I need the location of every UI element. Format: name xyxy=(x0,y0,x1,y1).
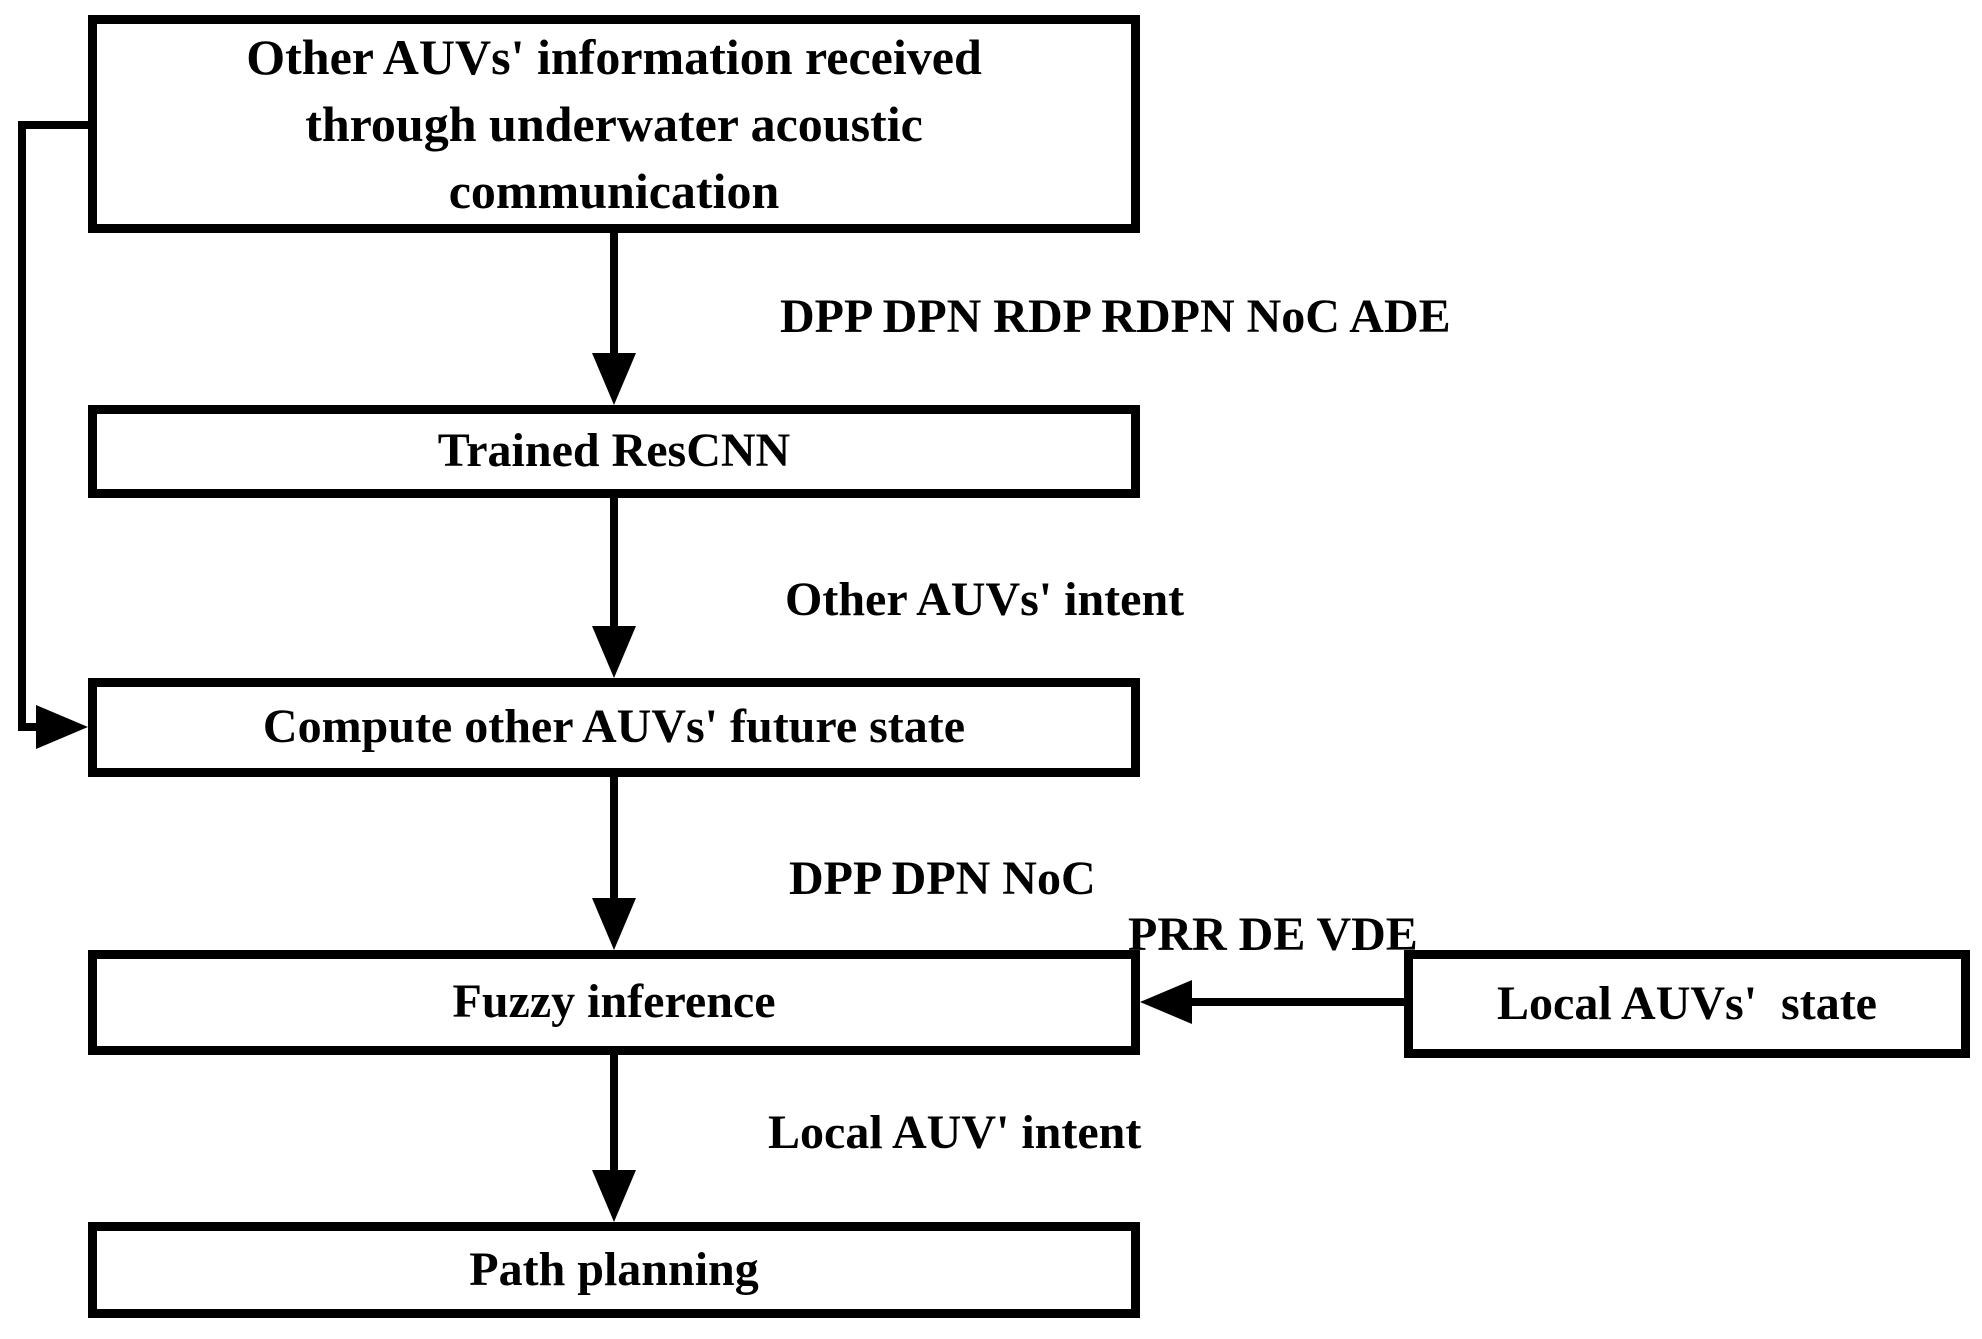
edge-label-local-state-inputs: PRR DE VDE xyxy=(1128,908,1418,961)
box-compute-future-state: Compute other AUVs' future state xyxy=(88,678,1140,777)
edge-label-other-auvs-intent: Other AUVs' intent xyxy=(785,573,1185,626)
edge-label-local-auv-intent: Local AUV' intent xyxy=(768,1106,1142,1159)
arrow-compute-to-fuzzy-shaft xyxy=(610,777,618,900)
box-other-auvs-info-line1: Other AUVs' information received xyxy=(246,28,982,85)
box-trained-rescnn-label: Trained ResCNN xyxy=(437,424,791,478)
arrow-compute-to-fuzzy-head-icon xyxy=(592,898,636,950)
box-path-planning-label: Path planning xyxy=(469,1242,759,1296)
edge-label-fuzzy-inputs: DPP DPN NoC xyxy=(789,852,1096,905)
box-other-auvs-info-line2: through underwater acoustic xyxy=(305,95,923,152)
arrow-info-to-rescnn-head-icon xyxy=(592,353,636,405)
box-fuzzy-inference: Fuzzy inference xyxy=(88,950,1140,1055)
feedback-line-head-icon xyxy=(36,705,88,749)
arrow-info-to-rescnn-shaft xyxy=(610,233,618,355)
arrow-fuzzy-to-path-shaft xyxy=(610,1055,618,1172)
box-other-auvs-info-line3: communication xyxy=(448,162,780,219)
arrow-rescnn-to-compute-shaft xyxy=(610,498,618,628)
box-other-auvs-info: Other AUVs' information received through… xyxy=(88,15,1140,233)
box-local-auvs-state: Local AUVs' state xyxy=(1404,950,1970,1058)
feedback-line-top-segment xyxy=(18,121,88,129)
arrow-localstate-to-fuzzy-head-icon xyxy=(1140,980,1192,1024)
box-local-auvs-state-label: Local AUVs' state xyxy=(1497,976,1877,1030)
arrow-rescnn-to-compute-head-icon xyxy=(592,626,636,678)
edge-label-rescnn-inputs: DPP DPN RDP RDPN NoC ADE xyxy=(780,290,1451,343)
box-trained-rescnn: Trained ResCNN xyxy=(88,405,1140,498)
box-path-planning: Path planning xyxy=(88,1222,1140,1318)
arrow-fuzzy-to-path-head-icon xyxy=(592,1170,636,1222)
arrow-localstate-to-fuzzy-shaft xyxy=(1190,998,1404,1006)
box-compute-future-state-label: Compute other AUVs' future state xyxy=(262,700,966,754)
box-fuzzy-inference-label: Fuzzy inference xyxy=(452,975,776,1029)
feedback-line-vertical-segment xyxy=(18,121,26,731)
feedback-line-bottom-segment xyxy=(18,723,40,731)
